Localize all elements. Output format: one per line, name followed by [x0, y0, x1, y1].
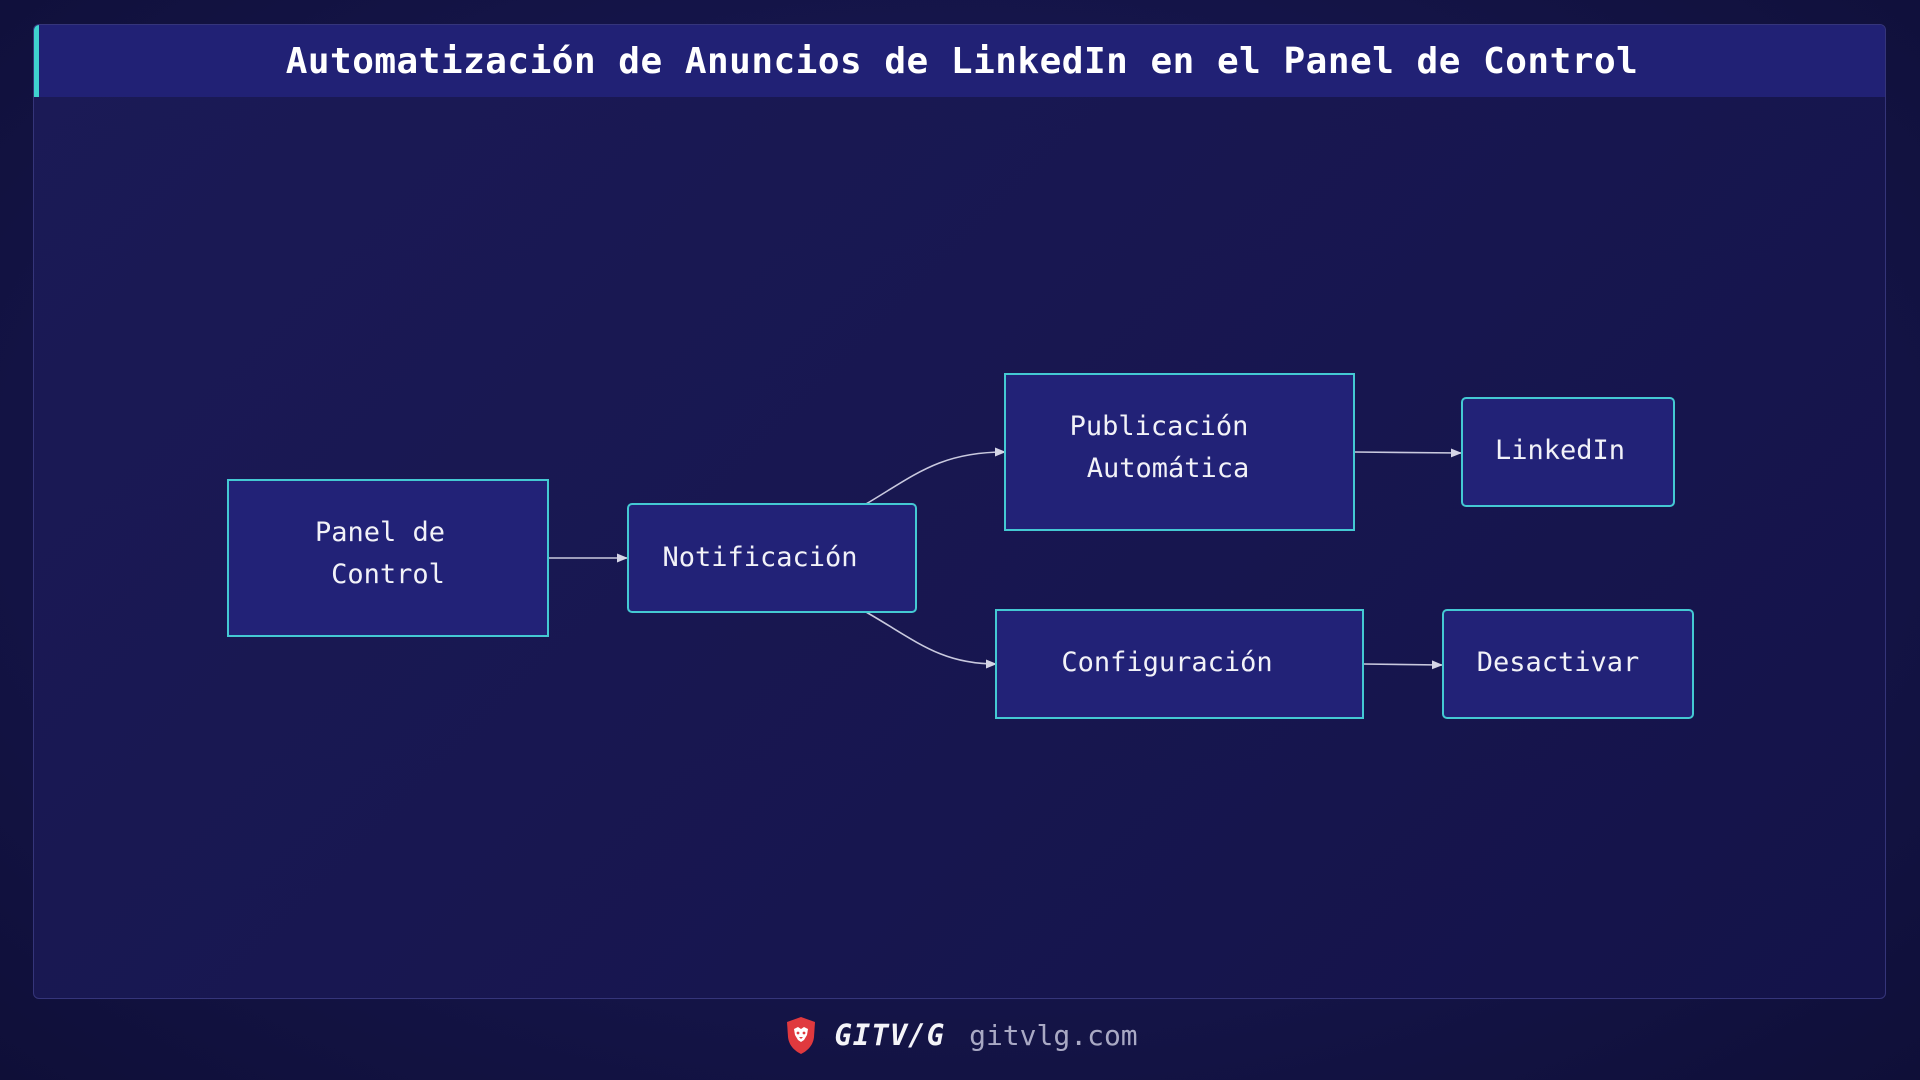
footer: GITV/G gitvlg.com [0, 1010, 1920, 1060]
edge-configuracion-to-desactivar [1362, 660, 1444, 670]
node-panel-line-1: Panel de [315, 517, 445, 548]
node-desactivar: Desactivar [1442, 609, 1694, 719]
lion-shield-icon [787, 1017, 816, 1054]
title-bar: Automatización de Anuncios de LinkedIn e… [34, 25, 1885, 97]
node-publicacion-line-2: Automática [1087, 453, 1250, 484]
node-publicacion-automatica: Publicación Automática [1004, 373, 1355, 531]
node-notificacion: Notificación [627, 503, 917, 613]
page-title: Automatización de Anuncios de LinkedIn e… [285, 40, 1639, 82]
brand-name: GITV/G [834, 1018, 946, 1052]
node-linkedin: LinkedIn [1461, 397, 1675, 507]
node-publicacion-line-1: Publicación [1070, 411, 1249, 442]
node-panel-de-control: Panel de Control [227, 479, 549, 637]
edge-publicacion-to-linkedin [1353, 448, 1463, 458]
node-configuracion-label: Configuración [1061, 647, 1272, 678]
node-configuracion: Configuración [995, 609, 1364, 719]
edge-notificacion-to-publicacion [865, 447, 1007, 505]
node-linkedin-label: LinkedIn [1495, 435, 1625, 466]
node-desactivar-label: Desactivar [1477, 647, 1640, 678]
node-notificacion-label: Notificación [662, 542, 857, 573]
node-panel-line-2: Control [331, 559, 445, 590]
brand-url[interactable]: gitvlg.com [969, 1018, 1138, 1052]
edge-notificacion-to-configuracion [865, 611, 998, 669]
